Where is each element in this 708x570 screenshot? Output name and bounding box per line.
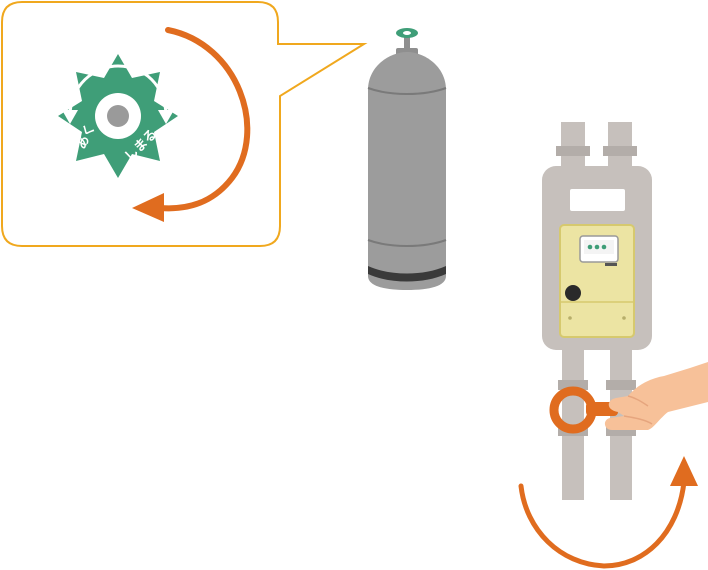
gas-cylinder-icon [367,28,447,290]
knob-rotation-arrows-icon [62,64,174,124]
gas-meter-icon [542,122,652,500]
knob-center-icon [95,93,141,139]
callout-bubble [1,1,368,247]
hand-icon [604,362,708,430]
open-rotation-arrow-icon [518,456,698,569]
close-rotation-arrow-icon [132,27,251,222]
